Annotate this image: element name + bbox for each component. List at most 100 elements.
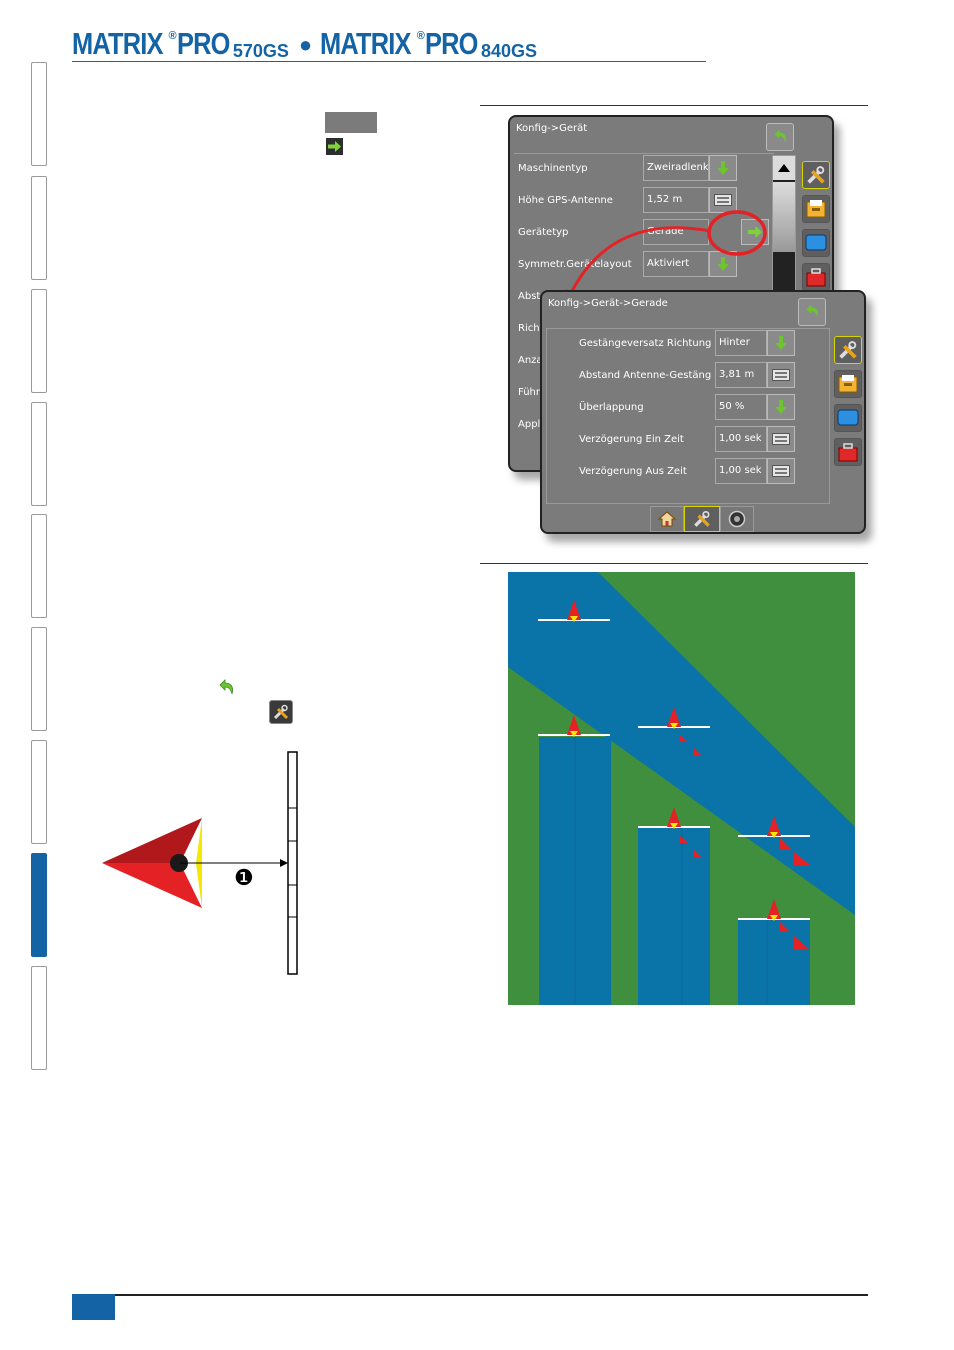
callout-1: ❶ bbox=[234, 866, 254, 891]
tools-tab-icon-2[interactable] bbox=[834, 336, 862, 364]
row-label-machine-type: Maschinentyp bbox=[518, 163, 588, 174]
boom-bar bbox=[287, 751, 298, 975]
applied-swath-diagonal bbox=[508, 572, 855, 915]
antenna-boom-distance-label: Abstand Antenne-Gestäng bbox=[579, 370, 712, 381]
content-frame bbox=[546, 328, 830, 504]
next-arrow-icon bbox=[326, 138, 343, 155]
vehicle-marker-5 bbox=[738, 816, 810, 865]
boom-offset-direction-label: Gestängeversatz Richtung bbox=[579, 338, 712, 349]
back-arrow-icon bbox=[216, 678, 236, 698]
divider-2 bbox=[546, 328, 830, 329]
scroll-thumb[interactable] bbox=[773, 182, 795, 252]
brand-text-2: MATRIX bbox=[320, 26, 411, 61]
gps-height-value: 1,52 m bbox=[643, 187, 709, 213]
row-label-partial-3: Anza bbox=[518, 355, 543, 366]
model-840gs: 840GS bbox=[481, 41, 538, 61]
breadcrumb-2: Konfig->Gerät->Gerade bbox=[548, 298, 668, 309]
implement-type-value: Gerade bbox=[643, 219, 709, 245]
config-tab-icon[interactable] bbox=[684, 506, 720, 532]
side-tab-3[interactable] bbox=[31, 289, 47, 393]
gps-antenna-dot bbox=[170, 854, 188, 872]
side-tab-4[interactable] bbox=[31, 402, 47, 506]
divider bbox=[514, 153, 774, 154]
toolbox-tab-icon[interactable] bbox=[802, 263, 830, 291]
bullet: ● bbox=[298, 32, 313, 57]
delay-on-value: 1,00 sek bbox=[715, 426, 767, 452]
antenna-boom-distance-keyboard[interactable] bbox=[767, 362, 795, 388]
vehicle-marker-2 bbox=[538, 715, 610, 737]
model-570gs: 570GS bbox=[232, 41, 289, 61]
back-button-2[interactable] bbox=[798, 298, 826, 326]
brand-text: MATRIX bbox=[72, 26, 163, 61]
overlap-value: 50 % bbox=[715, 394, 767, 420]
row-label-implement-type: Gerätetyp bbox=[518, 227, 569, 238]
vehicle-marker-1 bbox=[538, 600, 610, 622]
registered-mark: ® bbox=[168, 30, 177, 42]
row-label-gps-height: Höhe GPS-Antenne bbox=[518, 195, 613, 206]
coverage-strip-3 bbox=[738, 920, 810, 1005]
vehicle-marker-3 bbox=[638, 707, 710, 756]
vehicle-marker-6 bbox=[738, 899, 810, 950]
symmetric-layout-value: Aktiviert bbox=[643, 251, 709, 277]
config-straight-screen: Konfig->Gerät->Gerade Gestängeversatz Ri… bbox=[540, 290, 866, 534]
overlap-label: Überlappung bbox=[579, 402, 644, 413]
pro-text-2: PRO bbox=[424, 26, 478, 61]
row-label-partial-1: Abst bbox=[518, 291, 541, 302]
delay-off-value: 1,00 sek bbox=[715, 458, 767, 484]
vehicle-arrow-red-bottom bbox=[102, 863, 202, 908]
vehicle-arrow-red-top bbox=[102, 818, 202, 863]
side-tab-2[interactable] bbox=[31, 176, 47, 280]
side-tab-9[interactable] bbox=[31, 966, 47, 1070]
vehicle-offset-diagram bbox=[102, 751, 298, 975]
coverage-map bbox=[508, 572, 855, 1005]
side-tab-1[interactable] bbox=[31, 62, 47, 166]
antenna-boom-distance-value: 3,81 m bbox=[715, 362, 767, 388]
data-tab-icon-2[interactable] bbox=[834, 370, 862, 398]
bottom-tab-bar bbox=[650, 506, 760, 532]
row-label-partial-5: Appl bbox=[518, 419, 541, 430]
display-tab-icon-2[interactable] bbox=[834, 404, 862, 432]
scrollbar[interactable] bbox=[772, 155, 796, 305]
delay-off-label: Verzögerung Aus Zeit bbox=[579, 466, 687, 477]
tools-icon bbox=[269, 700, 293, 724]
back-button[interactable] bbox=[766, 123, 794, 151]
figure-mid-rule bbox=[480, 563, 868, 564]
tools-tab-icon[interactable] bbox=[802, 161, 830, 189]
figure-top-rule bbox=[480, 105, 868, 106]
pro-text: PRO bbox=[176, 26, 230, 61]
scroll-up-icon[interactable] bbox=[773, 156, 795, 180]
side-tab-8-active[interactable] bbox=[31, 853, 47, 957]
side-tab-6[interactable] bbox=[31, 627, 47, 731]
boom-offset-direction-dropdown[interactable] bbox=[767, 330, 795, 356]
data-tab-icon[interactable] bbox=[802, 195, 830, 223]
delay-on-label: Verzögerung Ein Zeit bbox=[579, 434, 684, 445]
machine-type-dropdown-button[interactable] bbox=[709, 155, 737, 181]
page-number-block bbox=[72, 1294, 115, 1320]
gray-button-swatch bbox=[325, 112, 377, 133]
vehicle-marker-4 bbox=[638, 807, 710, 858]
coverage-strip-2 bbox=[638, 828, 710, 1005]
gps-height-keyboard-button[interactable] bbox=[709, 187, 737, 213]
display-tab-icon[interactable] bbox=[802, 229, 830, 257]
page-header-title: MATRIX ® PRO 570GS ● MATRIX ® PRO 840GS bbox=[72, 26, 537, 62]
gauge-tab-icon[interactable] bbox=[720, 506, 754, 532]
side-tab-7[interactable] bbox=[31, 740, 47, 844]
boom-offset-direction-value: Hinter bbox=[715, 330, 767, 356]
toolbox-tab-icon-2[interactable] bbox=[834, 438, 862, 466]
overlap-dropdown[interactable] bbox=[767, 394, 795, 420]
breadcrumb: Konfig->Gerät bbox=[516, 123, 588, 134]
highlight-ring bbox=[707, 210, 767, 256]
machine-type-value: Zweiradlenk bbox=[643, 155, 709, 181]
row-label-symmetric-layout: Symmetr.Gerätelayout bbox=[518, 259, 632, 270]
home-tab-icon[interactable] bbox=[650, 506, 684, 532]
row-label-partial-4: Führ bbox=[518, 387, 540, 398]
delay-off-keyboard[interactable] bbox=[767, 458, 795, 484]
footer-rule bbox=[115, 1294, 868, 1296]
highlight-arrow bbox=[568, 226, 711, 296]
offset-arrow-head bbox=[280, 859, 288, 867]
header-rule bbox=[72, 61, 706, 62]
side-tab-5[interactable] bbox=[31, 514, 47, 618]
coverage-block-top bbox=[596, 620, 610, 650]
delay-on-keyboard[interactable] bbox=[767, 426, 795, 452]
row-label-partial-2: Richt bbox=[518, 323, 544, 334]
